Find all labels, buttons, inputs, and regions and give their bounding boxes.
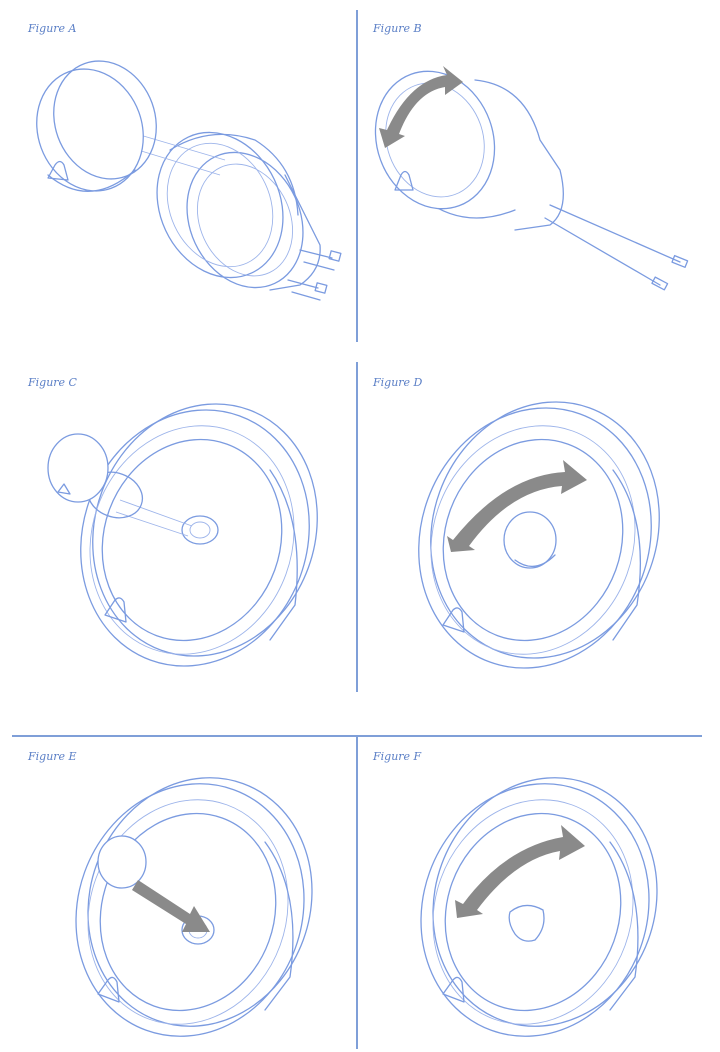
figure-c-illustration [47, 403, 318, 667]
figure-f-label: Figure F [373, 750, 422, 763]
rotate-arrow-icon [455, 825, 585, 918]
woofer-speaker-drawing [75, 777, 313, 1037]
figure-d-label: Figure D [373, 376, 423, 389]
woofer-with-tweeter-drawing [418, 401, 660, 669]
figure-e-illustration [75, 777, 313, 1037]
grille-cap-drawing [508, 904, 545, 942]
rotate-arrow-icon [447, 460, 587, 552]
figure-b-label: Figure B [373, 22, 422, 35]
vertical-divider-middle [356, 362, 358, 692]
vertical-divider-top [356, 10, 358, 342]
tweeter-in-woofer-drawing [47, 433, 193, 537]
tweeter-cap-drawing [97, 835, 147, 889]
insert-arrow-icon [132, 880, 210, 932]
figure-c-label: Figure C [28, 376, 77, 389]
tweeter-housing-drawing [156, 131, 342, 301]
horizontal-divider [12, 735, 702, 737]
assembled-tweeter-drawing [374, 70, 689, 291]
woofer-speaker-drawing [80, 403, 318, 667]
tweeter-cap-drawing [36, 60, 226, 192]
figure-b-illustration [374, 66, 689, 291]
vertical-divider-bottom [356, 737, 358, 1049]
figure-e-label: Figure E [28, 750, 77, 763]
rotate-arrow-icon [379, 66, 463, 148]
figure-f-illustration [420, 777, 658, 1037]
woofer-speaker-drawing [420, 777, 658, 1037]
figure-a-illustration [36, 60, 342, 301]
figure-d-illustration [418, 401, 660, 669]
figure-a-label: Figure A [28, 22, 77, 35]
